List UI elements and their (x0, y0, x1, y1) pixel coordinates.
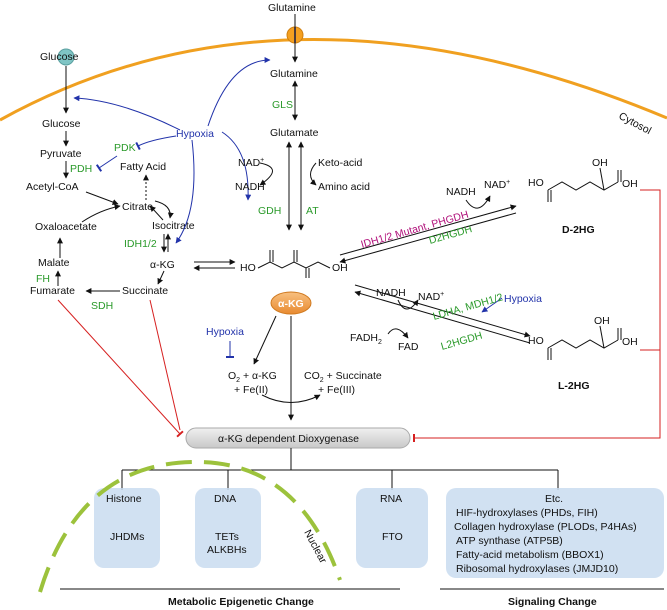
pdh-enzyme: PDH (70, 163, 92, 175)
fh-enzyme: FH (36, 273, 50, 285)
fatty-metab-label: Fatty-acid metabolism (BBOX1) (456, 549, 604, 561)
dna-box (195, 488, 261, 568)
cell-membrane (0, 38, 667, 122)
glucose-outside-label: Glucose (40, 51, 79, 63)
acetyl-coa-label: Acetyl-CoA (26, 181, 79, 193)
atp-label: ATP synthase (ATP5B) (456, 535, 563, 547)
l2hg-oh-label: OH (622, 336, 638, 348)
nadh-label-l: NADH (376, 287, 406, 299)
l2hg-hydroxyl-label: OH (594, 315, 610, 327)
hypoxia-label-1: Hypoxia (176, 128, 214, 140)
oxaloacetate-label: Oxaloacetate (35, 221, 97, 233)
fto-label: FTO (382, 531, 403, 543)
rna-box (356, 488, 428, 568)
d2hg-label: D-2HG (562, 224, 595, 236)
d2hg-oh-label: OH (622, 178, 638, 190)
fatty-acid-label: Fatty Acid (120, 161, 166, 173)
dioxygenase-box (185, 427, 411, 449)
l2hg-label: L-2HG (558, 380, 590, 392)
akg-center-label: α-KG (278, 298, 304, 310)
akg-ho-label: HO (240, 262, 256, 274)
etc-label: Etc. (545, 493, 563, 505)
glucose-transporter (57, 48, 75, 66)
l2hgdh-enzyme: L2HGDH (440, 330, 484, 353)
gls-enzyme: GLS (272, 99, 293, 111)
signaling-box (446, 488, 664, 578)
nad-plus-label-d: NAD+ (484, 179, 510, 191)
l2hg-structure (547, 325, 622, 360)
nadh-label-d: NADH (446, 186, 476, 198)
histone-label: Histone (106, 493, 142, 505)
d2hg-hydroxyl-label: OH (592, 157, 608, 169)
glutamine-label: Glutamine (270, 68, 318, 80)
collagen-label: Collagen hydroxylase (PLODs, P4HAs) (454, 521, 637, 533)
hif-label: HIF-hydroxylases (PHDs, FIH) (456, 507, 598, 519)
citrate-label: Citrate (122, 201, 153, 213)
cytosol-label: Cytosol (617, 110, 654, 137)
dioxygenase-label: α-KG dependent Dioxygenase (218, 433, 359, 445)
isocitrate-label: Isocitrate (152, 220, 195, 232)
o2-reactant-line1: O2 + α-KG (228, 370, 277, 384)
pyruvate-label: Pyruvate (40, 148, 82, 160)
metabolic-change-caption: Metabolic Epigenetic Change (168, 596, 314, 608)
inhibit-d2hg-line (413, 189, 661, 442)
idh12-enzyme: IDH1/2 (124, 238, 157, 250)
succinate-label: Succinate (122, 285, 168, 297)
gdh-enzyme: GDH (258, 205, 281, 217)
jhdms-label: JHDMs (110, 531, 144, 543)
rna-label: RNA (380, 493, 402, 505)
malate-label: Malate (38, 257, 70, 269)
signaling-change-caption: Signaling Change (508, 596, 597, 608)
at-enzyme: AT (306, 205, 319, 217)
nuclear-membrane (38, 459, 342, 593)
nad-plus-label-l: NAD+ (418, 291, 444, 303)
hypoxia-label-2: Hypoxia (206, 326, 244, 338)
amino-acid-label: Amino acid (318, 181, 370, 193)
glucose-label: Glucose (42, 118, 81, 130)
histone-box (94, 488, 160, 568)
d2hg-ho-label: HO (528, 177, 544, 189)
ribosomal-label: Ribosomal hydroxylases (JMJD10) (456, 563, 618, 575)
l2hg-ho-label: HO (528, 335, 544, 347)
pdk-enzyme: PDK (114, 142, 136, 154)
dna-label: DNA (214, 493, 236, 505)
sdh-enzyme: SDH (91, 300, 113, 312)
o2-reactant-line2: + Fe(II) (234, 384, 268, 396)
co2-product-line1: CO2 + Succinate (304, 370, 382, 384)
glutamine-outside-label: Glutamine (268, 2, 316, 14)
fumarate-label: Fumarate (30, 285, 75, 297)
akg-left-label: α-KG (150, 259, 175, 271)
keto-acid-label: Keto-acid (318, 157, 363, 169)
tets-label: TETs (215, 531, 239, 543)
akg-structure (257, 250, 331, 278)
inhibit-fumarate-line (57, 299, 184, 438)
d2hg-structure (547, 167, 622, 202)
alkbhs-label: ALKBHs (207, 544, 247, 556)
inhibit-succinate-line (149, 299, 181, 431)
akg-oh-label: OH (332, 262, 348, 274)
akg-center-node (270, 291, 312, 315)
fadh2-label: FADH2 (350, 332, 382, 346)
fad-label: FAD (398, 341, 419, 353)
nad-plus-label-1: NAD+ (238, 157, 264, 169)
co2-product-line2: + Fe(III) (318, 384, 355, 396)
nadh-label-1: NADH (235, 181, 265, 193)
hypoxia-label-3: Hypoxia (504, 293, 542, 305)
glutamate-label: Glutamate (270, 127, 319, 139)
